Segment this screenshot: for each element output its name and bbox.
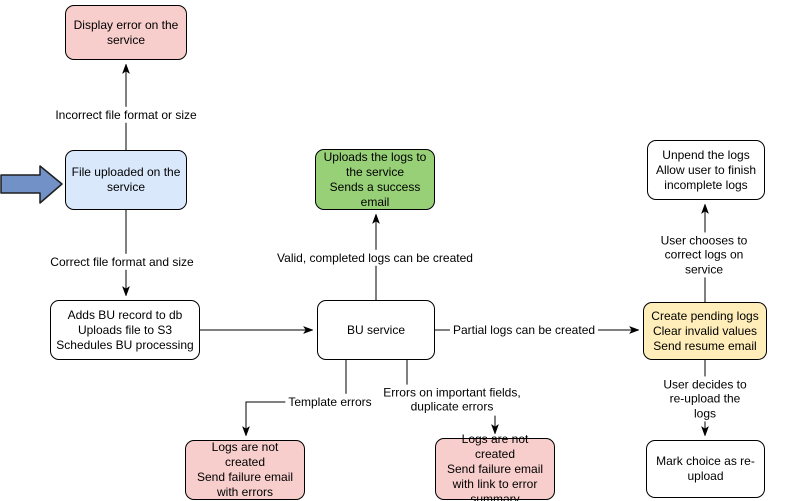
node-unpend-logs-label: Unpend the logs Allow user to finish inc… xyxy=(655,147,757,192)
node-display-error: Display error on the service xyxy=(65,5,187,60)
node-unpend-logs: Unpend the logs Allow user to finish inc… xyxy=(647,140,765,200)
node-file-uploaded: File uploaded on the service xyxy=(65,150,187,210)
node-adds-bu-record-label: Adds BU record to db Uploads file to S3 … xyxy=(56,307,194,352)
edge-label-user-reuploads: User decides to re-upload the logs xyxy=(657,376,753,422)
node-logs-not-created-errors: Logs are not created Send failure email … xyxy=(185,440,305,500)
node-create-pending-label: Create pending logs Clear invalid values… xyxy=(651,308,759,353)
node-logs-not-created-errors-label: Logs are not created Send failure email … xyxy=(196,440,294,499)
node-bu-service: BU service xyxy=(317,300,435,360)
node-mark-choice: Mark choice as re- upload xyxy=(646,440,765,498)
node-bu-service-label: BU service xyxy=(346,322,405,337)
edge-label-field-errors: Errors on important fields, duplicate er… xyxy=(380,384,524,416)
edge-label-partial-logs: Partial logs can be created xyxy=(449,321,599,339)
node-file-uploaded-label: File uploaded on the service xyxy=(71,165,181,194)
node-adds-bu-record: Adds BU record to db Uploads file to S3 … xyxy=(50,300,200,360)
node-mark-choice-label: Mark choice as re- upload xyxy=(656,454,755,483)
edge-label-correct-format: Correct file format and size xyxy=(47,253,197,271)
entry-arrow-icon xyxy=(0,165,63,204)
edge-label-user-corrects: User chooses to correct logs on service xyxy=(655,232,753,278)
node-uploads-logs-label: Uploads the logs to the service Sends a … xyxy=(323,149,427,209)
edge-label-incorrect-format: Incorrect file format or size xyxy=(52,106,200,124)
node-display-error-label: Display error on the service xyxy=(73,17,179,47)
node-logs-not-created-summary-label: Logs are not created Send failure email … xyxy=(446,431,544,501)
node-create-pending: Create pending logs Clear invalid values… xyxy=(643,302,767,360)
node-logs-not-created-summary: Logs are not created Send failure email … xyxy=(435,432,555,501)
edge-label-valid-logs: Valid, completed logs can be created xyxy=(274,249,476,267)
edge-label-template-errors: Template errors xyxy=(285,393,375,411)
node-uploads-logs: Uploads the logs to the service Sends a … xyxy=(315,149,435,210)
